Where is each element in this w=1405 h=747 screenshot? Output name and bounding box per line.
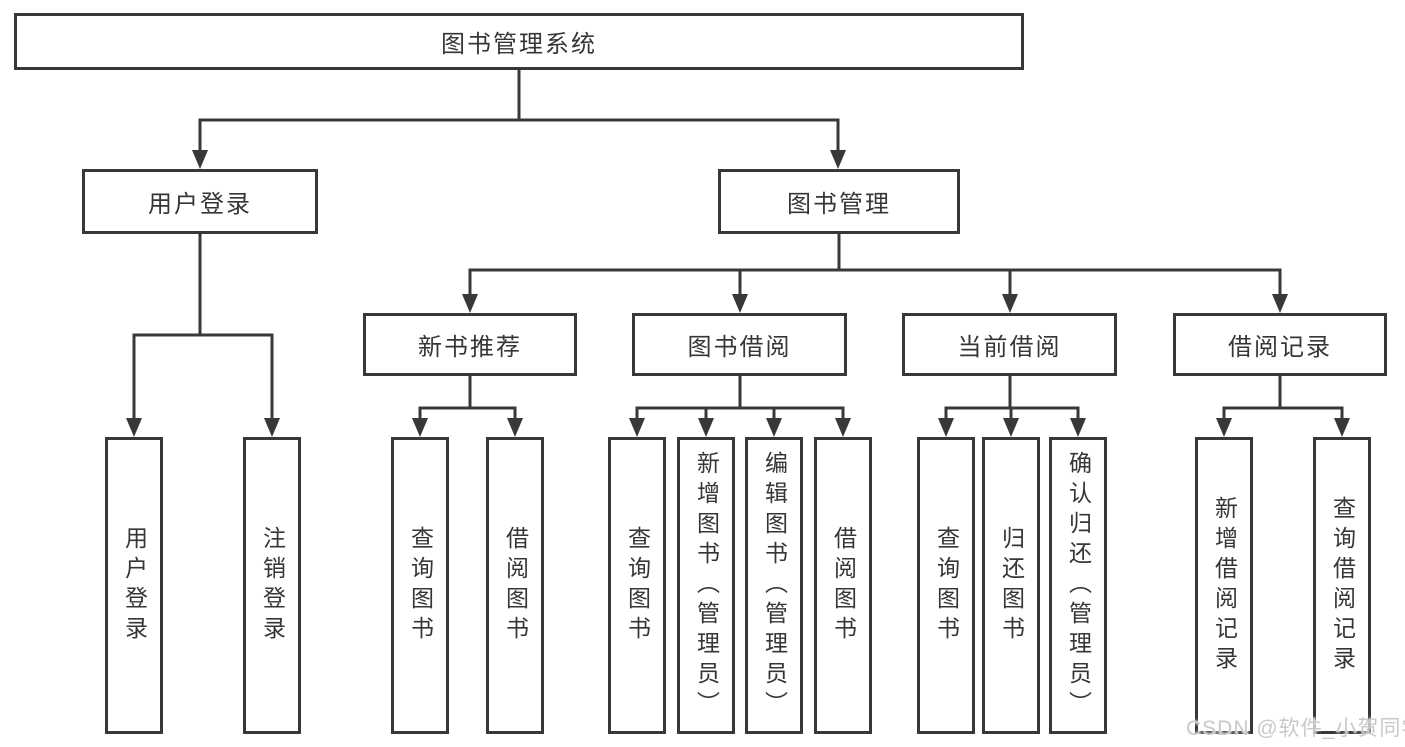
leaf-newbook-borrow-books: 借阅图书 xyxy=(486,437,544,734)
leaf-borrow-edit-books-admin-label: 编辑图书（管理员） xyxy=(761,450,788,721)
leaf-user-login: 用户登录 xyxy=(105,437,163,734)
node-borrow-record-label: 借阅记录 xyxy=(1228,334,1332,361)
leaf-current-return-books-label: 归还图书 xyxy=(998,525,1025,646)
leaf-newbook-borrow-books-label: 借阅图书 xyxy=(502,525,529,646)
leaf-record-add-record-label: 新增借阅记录 xyxy=(1211,495,1238,676)
leaf-newbook-query-books: 查询图书 xyxy=(391,437,449,734)
leaf-record-query-record-label: 查询借阅记录 xyxy=(1329,495,1356,676)
node-book-borrow-label: 图书借阅 xyxy=(687,334,792,361)
leaf-record-query-record: 查询借阅记录 xyxy=(1313,437,1371,734)
node-root: 图书管理系统 xyxy=(14,13,1024,70)
leaf-current-query-books-label: 查询图书 xyxy=(933,525,960,646)
leaf-newbook-query-books-label: 查询图书 xyxy=(407,525,434,646)
leaf-logout: 注销登录 xyxy=(243,437,301,734)
node-user-login-label: 用户登录 xyxy=(148,191,252,218)
node-book-management: 图书管理 xyxy=(718,169,960,234)
node-book-management-label: 图书管理 xyxy=(787,191,891,218)
node-book-borrow: 图书借阅 xyxy=(632,313,847,376)
leaf-user-login-label: 用户登录 xyxy=(121,525,148,646)
watermark: CSDN @软件_小贺同学 xyxy=(1186,717,1405,740)
leaf-record-add-record: 新增借阅记录 xyxy=(1195,437,1253,734)
leaf-borrow-query-books: 查询图书 xyxy=(608,437,666,734)
node-current-borrow-label: 当前借阅 xyxy=(957,334,1062,361)
leaf-borrow-edit-books-admin: 编辑图书（管理员） xyxy=(745,437,803,734)
leaf-borrow-add-books-admin-label: 新增图书（管理员） xyxy=(693,450,720,721)
leaf-current-return-books: 归还图书 xyxy=(982,437,1040,734)
node-current-borrow: 当前借阅 xyxy=(902,313,1117,376)
leaf-borrow-query-books-label: 查询图书 xyxy=(624,525,651,646)
leaf-borrow-borrow-books: 借阅图书 xyxy=(814,437,872,734)
arrowhead-icons xyxy=(126,150,1350,437)
node-borrow-record: 借阅记录 xyxy=(1173,313,1387,376)
node-new-book-recommend: 新书推荐 xyxy=(363,313,577,376)
node-root-label: 图书管理系统 xyxy=(441,31,597,58)
leaf-current-confirm-return-admin-label: 确认归还（管理员） xyxy=(1065,450,1092,721)
node-user-login: 用户登录 xyxy=(82,169,318,234)
leaf-current-query-books: 查询图书 xyxy=(917,437,975,734)
node-new-book-recommend-label: 新书推荐 xyxy=(418,334,522,361)
leaf-logout-label: 注销登录 xyxy=(259,525,286,646)
leaf-borrow-borrow-books-label: 借阅图书 xyxy=(830,525,857,646)
leaf-current-confirm-return-admin: 确认归还（管理员） xyxy=(1049,437,1107,734)
leaf-borrow-add-books-admin: 新增图书（管理员） xyxy=(677,437,735,734)
